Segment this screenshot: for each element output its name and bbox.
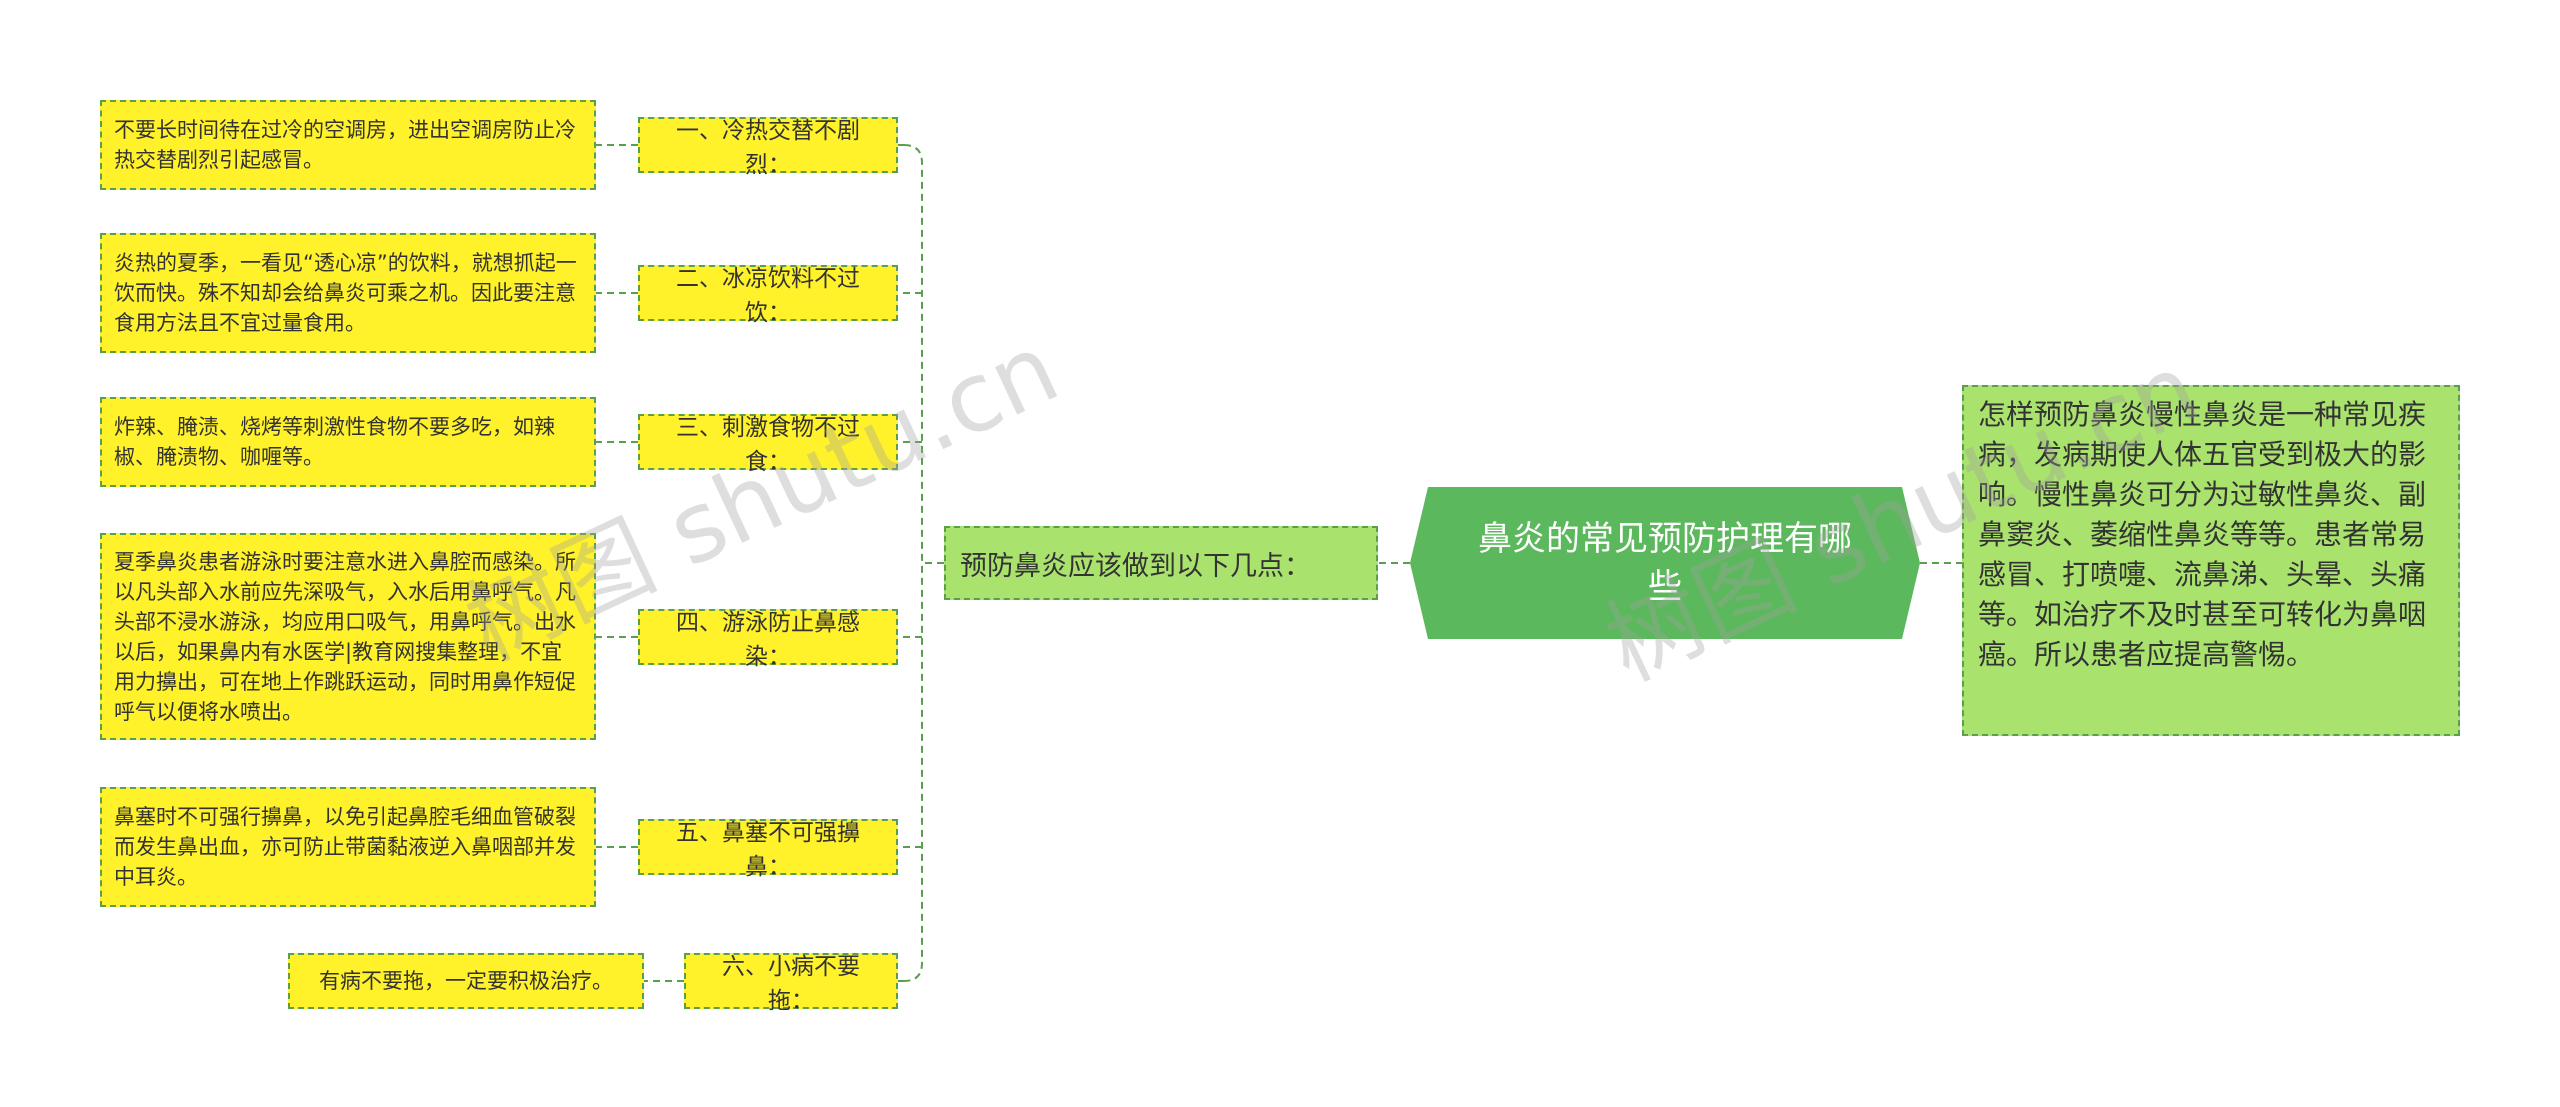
description-node[interactable]: 怎样预防鼻炎慢性鼻炎是一种常见疾病，发病期使人体五官受到极大的影响。慢性鼻炎可分… (1962, 385, 2460, 736)
tip-title: 一、冷热交替不剧烈： (676, 118, 860, 178)
tip-detail: 有病不要拖，一定要积极治疗。 (319, 969, 613, 993)
tip-detail: 炎热的夏季，一看见“透心凉”的饮料，就想抓起一饮而快。殊不知却会给鼻炎可乘之机。… (114, 251, 577, 335)
tip-detail: 不要长时间待在过冷的空调房，进出空调房防止冷热交替剧烈引起感冒。 (114, 118, 576, 172)
tip-title-node[interactable]: 五、鼻塞不可强擤鼻： (638, 819, 898, 880)
tip-detail-node[interactable]: 有病不要拖，一定要积极治疗。 (288, 953, 644, 1009)
tip-title-node[interactable]: 二、冰凉饮料不过饮： (638, 265, 898, 326)
root-title: 鼻炎的常见预防护理有哪些 (1478, 519, 1852, 607)
tip-detail: 鼻塞时不可强行擤鼻，以免引起鼻腔毛细血管破裂而发生鼻出血，亦可防止带菌黏液逆入鼻… (114, 805, 576, 889)
tip-title-node[interactable]: 三、刺激食物不过食： (638, 414, 898, 475)
tip-detail: 炸辣、腌渍、烧烤等刺激性食物不要多吃，如辣椒、腌渍物、咖喱等。 (114, 415, 555, 469)
tip-title: 三、刺激食物不过食： (676, 415, 860, 475)
branch-node[interactable]: 预防鼻炎应该做到以下几点： (944, 526, 1378, 600)
tip-detail-node[interactable]: 鼻塞时不可强行擤鼻，以免引起鼻腔毛细血管破裂而发生鼻出血，亦可防止带菌黏液逆入鼻… (100, 787, 596, 907)
root-node-shape (1410, 487, 1920, 639)
tip-title-node[interactable]: 一、冷热交替不剧烈： (638, 117, 898, 178)
description-text: 怎样预防鼻炎慢性鼻炎是一种常见疾病，发病期使人体五官受到极大的影响。慢性鼻炎可分… (1978, 398, 2427, 671)
tip-title: 六、小病不要拖： (722, 954, 860, 1014)
tip-detail-node[interactable]: 不要长时间待在过冷的空调房，进出空调房防止冷热交替剧烈引起感冒。 (100, 100, 596, 190)
tip-detail: 夏季鼻炎患者游泳时要注意水进入鼻腔而感染。所以凡头部入水前应先深吸气，入水后用鼻… (114, 549, 576, 724)
tip-title-node[interactable]: 六、小病不要拖： (684, 953, 898, 1014)
tip-title: 二、冰凉饮料不过饮： (676, 266, 860, 326)
root-topic[interactable]: 鼻炎的常见预防护理有哪些 (1410, 487, 1920, 639)
tip-title: 四、游泳防止鼻感染： (676, 610, 860, 670)
tip-detail-node[interactable]: 夏季鼻炎患者游泳时要注意水进入鼻腔而感染。所以凡头部入水前应先深吸气，入水后用鼻… (100, 533, 596, 740)
tip-title: 五、鼻塞不可强擤鼻： (676, 820, 860, 880)
branch-label: 预防鼻炎应该做到以下几点： (960, 550, 1311, 582)
tip-detail-node[interactable]: 炸辣、腌渍、烧烤等刺激性食物不要多吃，如辣椒、腌渍物、咖喱等。 (100, 397, 596, 487)
tip-detail-node[interactable]: 炎热的夏季，一看见“透心凉”的饮料，就想抓起一饮而快。殊不知却会给鼻炎可乘之机。… (100, 233, 596, 353)
tip-title-node[interactable]: 四、游泳防止鼻感染： (638, 609, 898, 670)
